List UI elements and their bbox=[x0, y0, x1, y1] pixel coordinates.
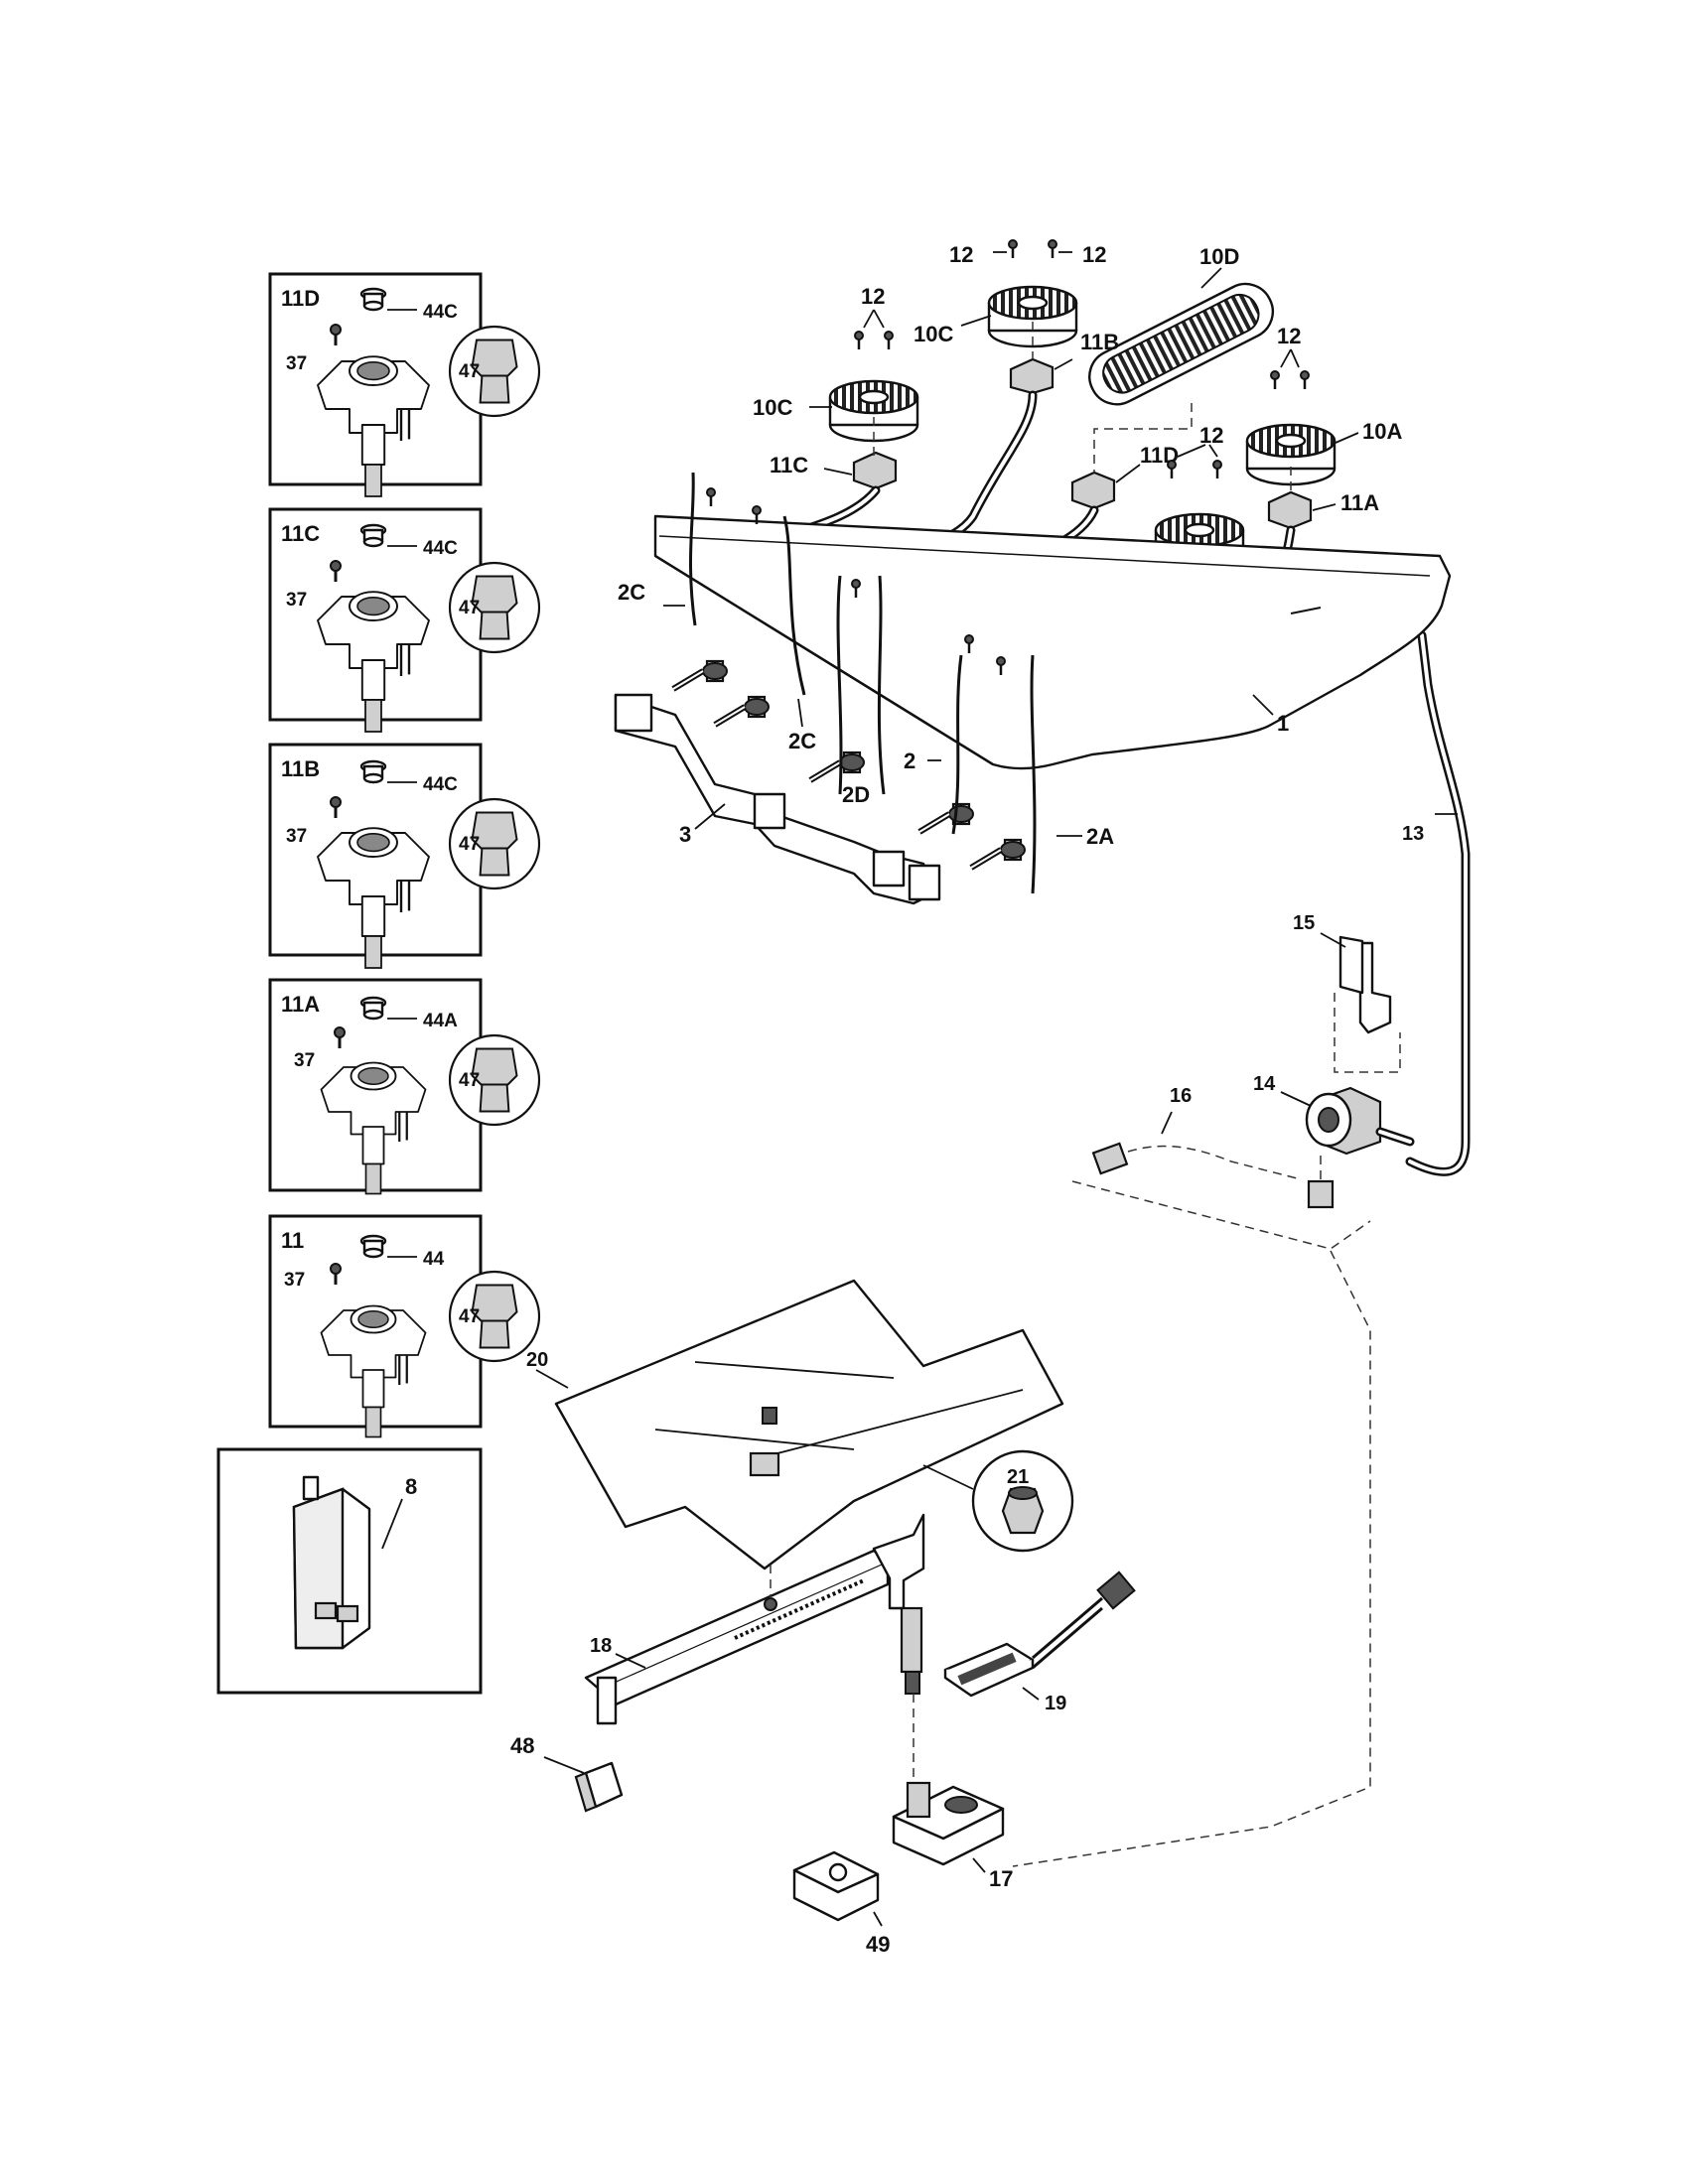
oven-burner-assembly: 20 21 18 19 48 bbox=[510, 1279, 1136, 1957]
inset-11-title: 11 bbox=[281, 1228, 304, 1253]
label-20: 20 bbox=[526, 1349, 548, 1371]
label-12-d: 12 bbox=[1277, 324, 1301, 348]
label-10A: 10A bbox=[1362, 419, 1402, 444]
label-13: 13 bbox=[1402, 823, 1424, 845]
inset-11C-37-label: 37 bbox=[286, 590, 307, 611]
inset-8: 8 bbox=[216, 1447, 483, 1695]
label-12-e: 12 bbox=[1199, 423, 1223, 448]
inset-11-44-label: 44 bbox=[423, 1249, 445, 1270]
label-16: 16 bbox=[1170, 1085, 1192, 1107]
inset-11B-47-label: 47 bbox=[459, 834, 480, 855]
inset-11D-44-label: 44C bbox=[423, 302, 458, 323]
label-19: 19 bbox=[1045, 1693, 1066, 1714]
inset-8-label: 8 bbox=[405, 1474, 417, 1499]
inset-11A-37-label: 37 bbox=[294, 1050, 315, 1071]
label-10C-top: 10C bbox=[914, 322, 953, 346]
inset-11A-title: 11A bbox=[281, 992, 320, 1017]
label-3: 3 bbox=[679, 822, 691, 847]
label-14: 14 bbox=[1253, 1073, 1276, 1095]
inset-11C: 11C 44C 37 47 bbox=[268, 507, 541, 734]
inset-11B-title: 11B bbox=[281, 756, 320, 781]
inset-11A: 11A 44A 37 47 bbox=[268, 978, 541, 1195]
inset-11B: 11B 44C 37 47 bbox=[268, 743, 541, 970]
label-48: 48 bbox=[510, 1733, 534, 1758]
label-2C-mid: 2C bbox=[788, 729, 816, 753]
label-11C: 11C bbox=[770, 453, 808, 478]
inset-11D: 11D 44C 37 47 bbox=[268, 272, 541, 498]
label-21: 21 bbox=[1007, 1466, 1029, 1488]
label-18: 18 bbox=[590, 1635, 612, 1657]
label-12-b: 12 bbox=[1082, 242, 1106, 267]
label-10D: 10D bbox=[1199, 244, 1239, 269]
inset-11D-37-label: 37 bbox=[286, 353, 307, 374]
label-12-c: 12 bbox=[861, 284, 885, 309]
top-burners: 12 12 10C 10D 11B 12 10C 11C bbox=[753, 238, 1402, 637]
label-12-a: 12 bbox=[949, 242, 973, 267]
label-2A: 2A bbox=[1086, 824, 1114, 849]
inset-11-47-label: 47 bbox=[459, 1306, 480, 1327]
inset-11: 11 44 37 47 bbox=[268, 1214, 541, 1438]
label-11A: 11A bbox=[1340, 490, 1379, 515]
label-11B: 11B bbox=[1080, 330, 1119, 354]
label-15: 15 bbox=[1293, 912, 1315, 934]
inset-11B-44-label: 44C bbox=[423, 774, 458, 795]
inset-11D-47-label: 47 bbox=[459, 361, 480, 382]
label-17: 17 bbox=[989, 1866, 1013, 1891]
inset-11-37-label: 37 bbox=[284, 1270, 305, 1291]
inset-11D-title: 11D bbox=[281, 286, 320, 311]
label-49: 49 bbox=[866, 1932, 890, 1957]
label-2C-left: 2C bbox=[618, 580, 645, 605]
label-2D: 2D bbox=[842, 782, 870, 807]
inset-11A-47-label: 47 bbox=[459, 1070, 480, 1091]
label-1: 1 bbox=[1277, 711, 1289, 736]
inset-11A-44-label: 44A bbox=[423, 1011, 458, 1031]
inset-11C-44-label: 44C bbox=[423, 538, 458, 559]
inset-11C-47-label: 47 bbox=[459, 598, 480, 618]
inset-11B-37-label: 37 bbox=[286, 826, 307, 847]
regulator-assembly: 15 14 16 bbox=[1012, 912, 1415, 1867]
inset-11C-title: 11C bbox=[281, 521, 320, 546]
manifold: 1 3 2C 2C 2D 2 2A bbox=[614, 472, 1452, 905]
label-2: 2 bbox=[904, 749, 915, 773]
label-10C: 10C bbox=[753, 395, 792, 420]
